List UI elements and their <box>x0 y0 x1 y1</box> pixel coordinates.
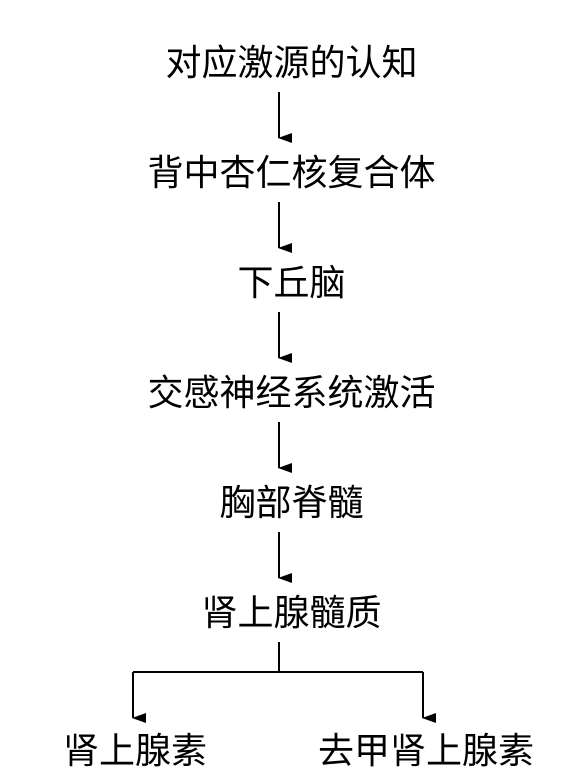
node-thoracic-spinal-cord: 胸部脊髓 <box>219 483 364 524</box>
node-amygdala-complex: 背中杏仁核复合体 <box>147 153 436 194</box>
node-hypothalamus: 下丘脑 <box>237 263 346 304</box>
node-adrenaline: 肾上腺素 <box>63 731 208 772</box>
node-sympathetic-activation: 交感神经系统激活 <box>147 373 436 414</box>
node-noradrenaline: 去甲肾上腺素 <box>318 731 535 772</box>
node-stressor-cognition: 对应激源的认知 <box>165 43 418 84</box>
node-adrenal-medulla: 肾上腺髓质 <box>201 593 382 634</box>
